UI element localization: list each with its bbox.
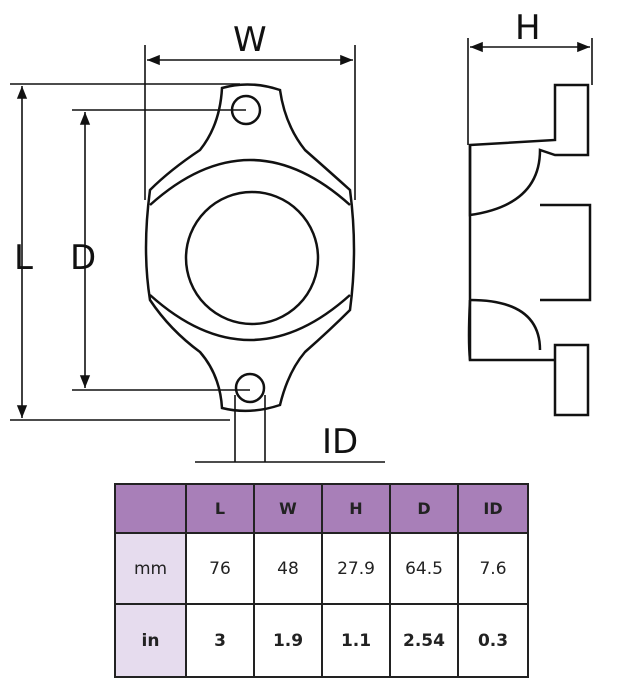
- length-label: L: [14, 238, 33, 278]
- inner-diameter-label: ID: [322, 422, 359, 462]
- dimensions-table: L W H D ID mm 76 48 27.9 64.5 7.6 in 3 1…: [114, 483, 529, 678]
- height-label: H: [515, 8, 541, 48]
- header-cell: ID: [457, 483, 529, 534]
- table-cell: 48: [253, 532, 323, 605]
- table-cell: 0.3: [457, 603, 529, 678]
- table-cell: 76: [185, 532, 255, 605]
- header-cell: [114, 483, 187, 534]
- dimension-lines: [10, 38, 593, 463]
- table-cell: 2.54: [389, 603, 459, 678]
- table-cell: 1.1: [321, 603, 391, 678]
- header-cell: H: [321, 483, 391, 534]
- table-cell: 3: [185, 603, 255, 678]
- table-header-row: L W H D ID: [114, 483, 529, 534]
- table-row: in 3 1.9 1.1 2.54 0.3: [114, 603, 529, 678]
- header-cell: W: [253, 483, 323, 534]
- side-view: [467, 83, 592, 417]
- table-cell: 64.5: [389, 532, 459, 605]
- table-row: mm 76 48 27.9 64.5 7.6: [114, 532, 529, 605]
- table-cell: 27.9: [321, 532, 391, 605]
- header-cell: L: [185, 483, 255, 534]
- table-cell: 7.6: [457, 532, 529, 605]
- distance-label: D: [70, 238, 97, 278]
- front-view: [144, 83, 356, 413]
- table-cell: 1.9: [253, 603, 323, 678]
- row-unit: in: [114, 603, 187, 678]
- header-cell: D: [389, 483, 459, 534]
- width-label: W: [233, 20, 267, 60]
- row-unit: mm: [114, 532, 187, 605]
